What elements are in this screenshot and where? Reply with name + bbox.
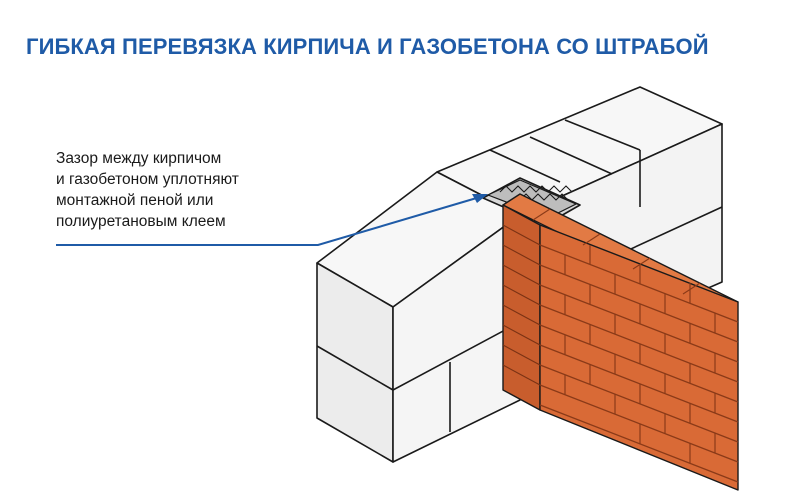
brick-head-joints — [564, 245, 716, 463]
diagram-title: ГИБКАЯ ПЕРЕВЯЗКА КИРПИЧА И ГАЗОБЕТОНА СО… — [26, 34, 709, 59]
block-top-joint-2 — [489, 149, 561, 183]
block-course-joint-1 — [316, 321, 521, 391]
brick-wall-icon — [502, 193, 739, 491]
leader-arrow-icon — [56, 194, 488, 246]
block-top-joint — [529, 136, 613, 175]
brick-end-joints — [502, 224, 541, 386]
callout-line-3: монтажной пеной или — [56, 192, 214, 209]
brick-mortar-lines — [539, 244, 739, 483]
callout-line-1: Зазор между кирпичом — [56, 150, 222, 167]
gap-callout: Зазор между кирпичом и газобетоном уплот… — [56, 148, 356, 232]
callout-line-4: полиуретановым клеем — [56, 213, 226, 230]
block-vertical-joint-3 — [564, 119, 641, 151]
block-front-side — [392, 214, 521, 463]
callout-line-2: и газобетоном уплотняют — [56, 171, 239, 188]
brick-top-joints — [532, 208, 701, 295]
